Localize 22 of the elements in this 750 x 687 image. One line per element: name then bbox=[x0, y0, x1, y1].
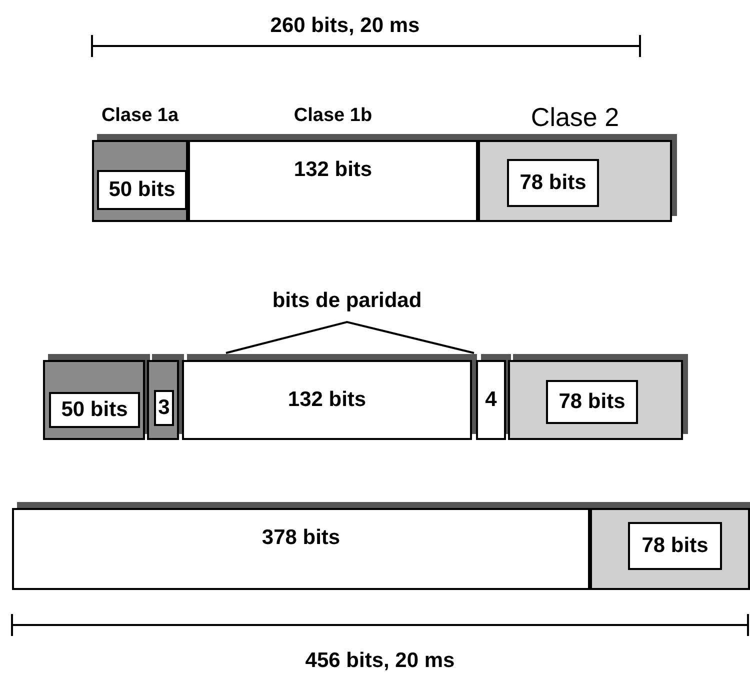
label-box bbox=[49, 392, 140, 428]
dimension-label: 260 bits, 20 ms bbox=[270, 13, 420, 39]
annotation-label: bits de paridad bbox=[272, 288, 422, 314]
class-heading: Clase 1a bbox=[101, 104, 179, 128]
bit-count: 4 bbox=[485, 387, 497, 414]
bit-count: 78 bits bbox=[520, 170, 586, 196]
bit-count: 50 bits bbox=[108, 177, 176, 204]
bit-count: 3 bbox=[158, 395, 170, 422]
bit-count: 50 bits bbox=[61, 397, 128, 424]
bit-count: 378 bits bbox=[262, 525, 340, 551]
label-box bbox=[97, 170, 187, 210]
class-heading: Clase 1b bbox=[294, 104, 372, 128]
bit-count: 78 bits bbox=[558, 389, 626, 416]
class-heading: Clase 2 bbox=[530, 101, 620, 134]
bit-count: 132 bits bbox=[288, 387, 366, 414]
label-box bbox=[507, 159, 599, 207]
label-box bbox=[546, 380, 638, 424]
label-box bbox=[154, 390, 174, 426]
bit-count: 132 bits bbox=[294, 157, 372, 183]
dimension-label: 456 bits, 20 ms bbox=[305, 648, 455, 674]
bit-count: 78 bits bbox=[642, 533, 708, 560]
label-box bbox=[628, 522, 722, 570]
